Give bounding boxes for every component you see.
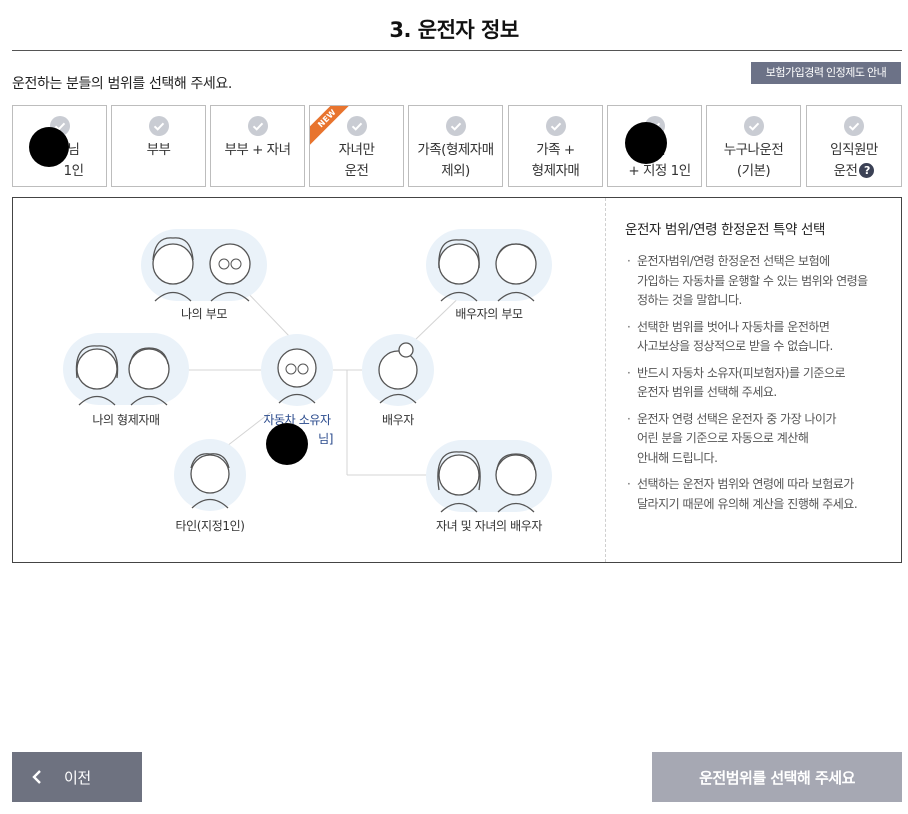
siblings-avatar-icon xyxy=(63,333,189,406)
label-spouse: 배우자 xyxy=(382,413,414,427)
label-other-person: 타인(지정1인) xyxy=(175,519,245,533)
check-circle-icon xyxy=(346,116,367,136)
option-label: 님 1인 xyxy=(63,142,84,179)
redaction-mark xyxy=(29,127,69,167)
info-item: 운전자범위/연령 한정운전 선택은 보험에 가입하는 자동차를 운행할 수 있는… xyxy=(625,252,890,311)
children-avatar-icon xyxy=(426,440,552,513)
info-item: 선택하는 운전자 범위와 연령에 따라 보험료가 달라지기 때문에 유의해 계산… xyxy=(625,475,890,514)
spouse-avatar-icon xyxy=(362,334,434,406)
info-title: 운전자 범위/연령 한정운전 특약 선택 xyxy=(625,222,826,238)
option-label: 부부 + 자녀 xyxy=(224,142,291,158)
option-label: 자녀만 운전 xyxy=(338,142,375,179)
prev-button[interactable]: 이전 xyxy=(12,752,142,802)
info-item: 운전자 연령 선택은 운전자 중 가장 나이가 어린 분을 기준으로 자동으로 … xyxy=(625,410,890,469)
option-anyone[interactable]: 누구나운전 (기본) xyxy=(706,105,801,187)
spouse-parents-avatar-icon xyxy=(426,229,552,302)
redaction-mark xyxy=(625,122,667,164)
page-title: 3. 운전자 정보 xyxy=(389,18,519,42)
option-label: 가족(형제자매 제외) xyxy=(417,142,494,179)
check-circle-icon xyxy=(545,116,566,136)
label-my-parents: 나의 부모 xyxy=(181,307,227,321)
option-label: 임직원만 운전? xyxy=(830,142,878,179)
driver-scope-options: 님 1인 부부 부부 + 자녀 NEW 자녀만 운전 가족(형제자매 제외) 가… xyxy=(12,105,902,187)
other-person-avatar-icon xyxy=(174,439,246,511)
option-label: 누구나운전 (기본) xyxy=(723,142,784,179)
title-divider xyxy=(12,50,902,51)
option-couple[interactable]: 부부 xyxy=(111,105,206,187)
redaction-mark xyxy=(266,423,308,465)
help-icon[interactable]: ? xyxy=(859,163,875,178)
option-family-siblings[interactable]: 가족 + 형제자매 xyxy=(508,105,603,187)
chevron-left-icon xyxy=(32,770,41,784)
relationship-lines xyxy=(63,229,552,513)
check-circle-icon xyxy=(148,116,169,136)
prev-button-label: 이전 xyxy=(64,769,91,787)
panel-divider xyxy=(605,198,606,562)
info-item: 선택한 범위를 벗어나 자동차를 운전하면 사고보상을 정상적으로 받을 수 없… xyxy=(625,318,890,357)
check-circle-icon xyxy=(247,116,268,136)
label-owner-name: 님] xyxy=(318,432,333,446)
relationship-diagram: 나의 부모 배우자의 부모 나의 형제자매 자동차 소유자 님] 배우자 타인(… xyxy=(13,198,605,562)
option-employees-only[interactable]: 임직원만 운전? xyxy=(806,105,902,187)
instruction-text: 운전하는 분들의 범위를 선택해 주세요. xyxy=(12,76,232,92)
info-item: 반드시 자동차 소유자(피보험자)를 기준으로 운전자 범위를 선택해 주세요. xyxy=(625,364,890,403)
owner-avatar-icon xyxy=(261,334,333,406)
check-circle-icon xyxy=(844,116,864,136)
option-label: 부부 xyxy=(146,142,171,158)
label-spouse-parents: 배우자의 부모 xyxy=(455,307,523,321)
info-section: 운전자 범위/연령 한정운전 특약 선택 운전자범위/연령 한정운전 선택은 보… xyxy=(625,218,890,521)
label-children: 자녀 및 자녀의 배우자 xyxy=(435,519,542,533)
insurance-history-notice-button[interactable]: 보험가입경력 인정제도 안내 xyxy=(751,62,901,84)
check-circle-icon xyxy=(445,116,466,136)
option-couple-children[interactable]: 부부 + 자녀 xyxy=(210,105,305,187)
option-family-no-siblings[interactable]: 가족(형제자매 제외) xyxy=(408,105,503,187)
check-circle-icon xyxy=(743,116,764,136)
option-children-only[interactable]: NEW 자녀만 운전 xyxy=(309,105,404,187)
grandparents-avatar-icon xyxy=(141,229,267,302)
label-my-siblings: 나의 형제자매 xyxy=(92,413,160,427)
option-label: 가족 + 형제자매 xyxy=(531,142,580,179)
option-self-only[interactable]: 님 1인 xyxy=(12,105,107,187)
info-list: 운전자범위/연령 한정운전 선택은 보험에 가입하는 자동차를 운행할 수 있는… xyxy=(625,252,890,514)
next-button[interactable]: 운전범위를 선택해 주세요 xyxy=(652,752,902,802)
driver-scope-panel: 나의 부모 배우자의 부모 나의 형제자매 자동차 소유자 님] 배우자 타인(… xyxy=(12,197,902,563)
